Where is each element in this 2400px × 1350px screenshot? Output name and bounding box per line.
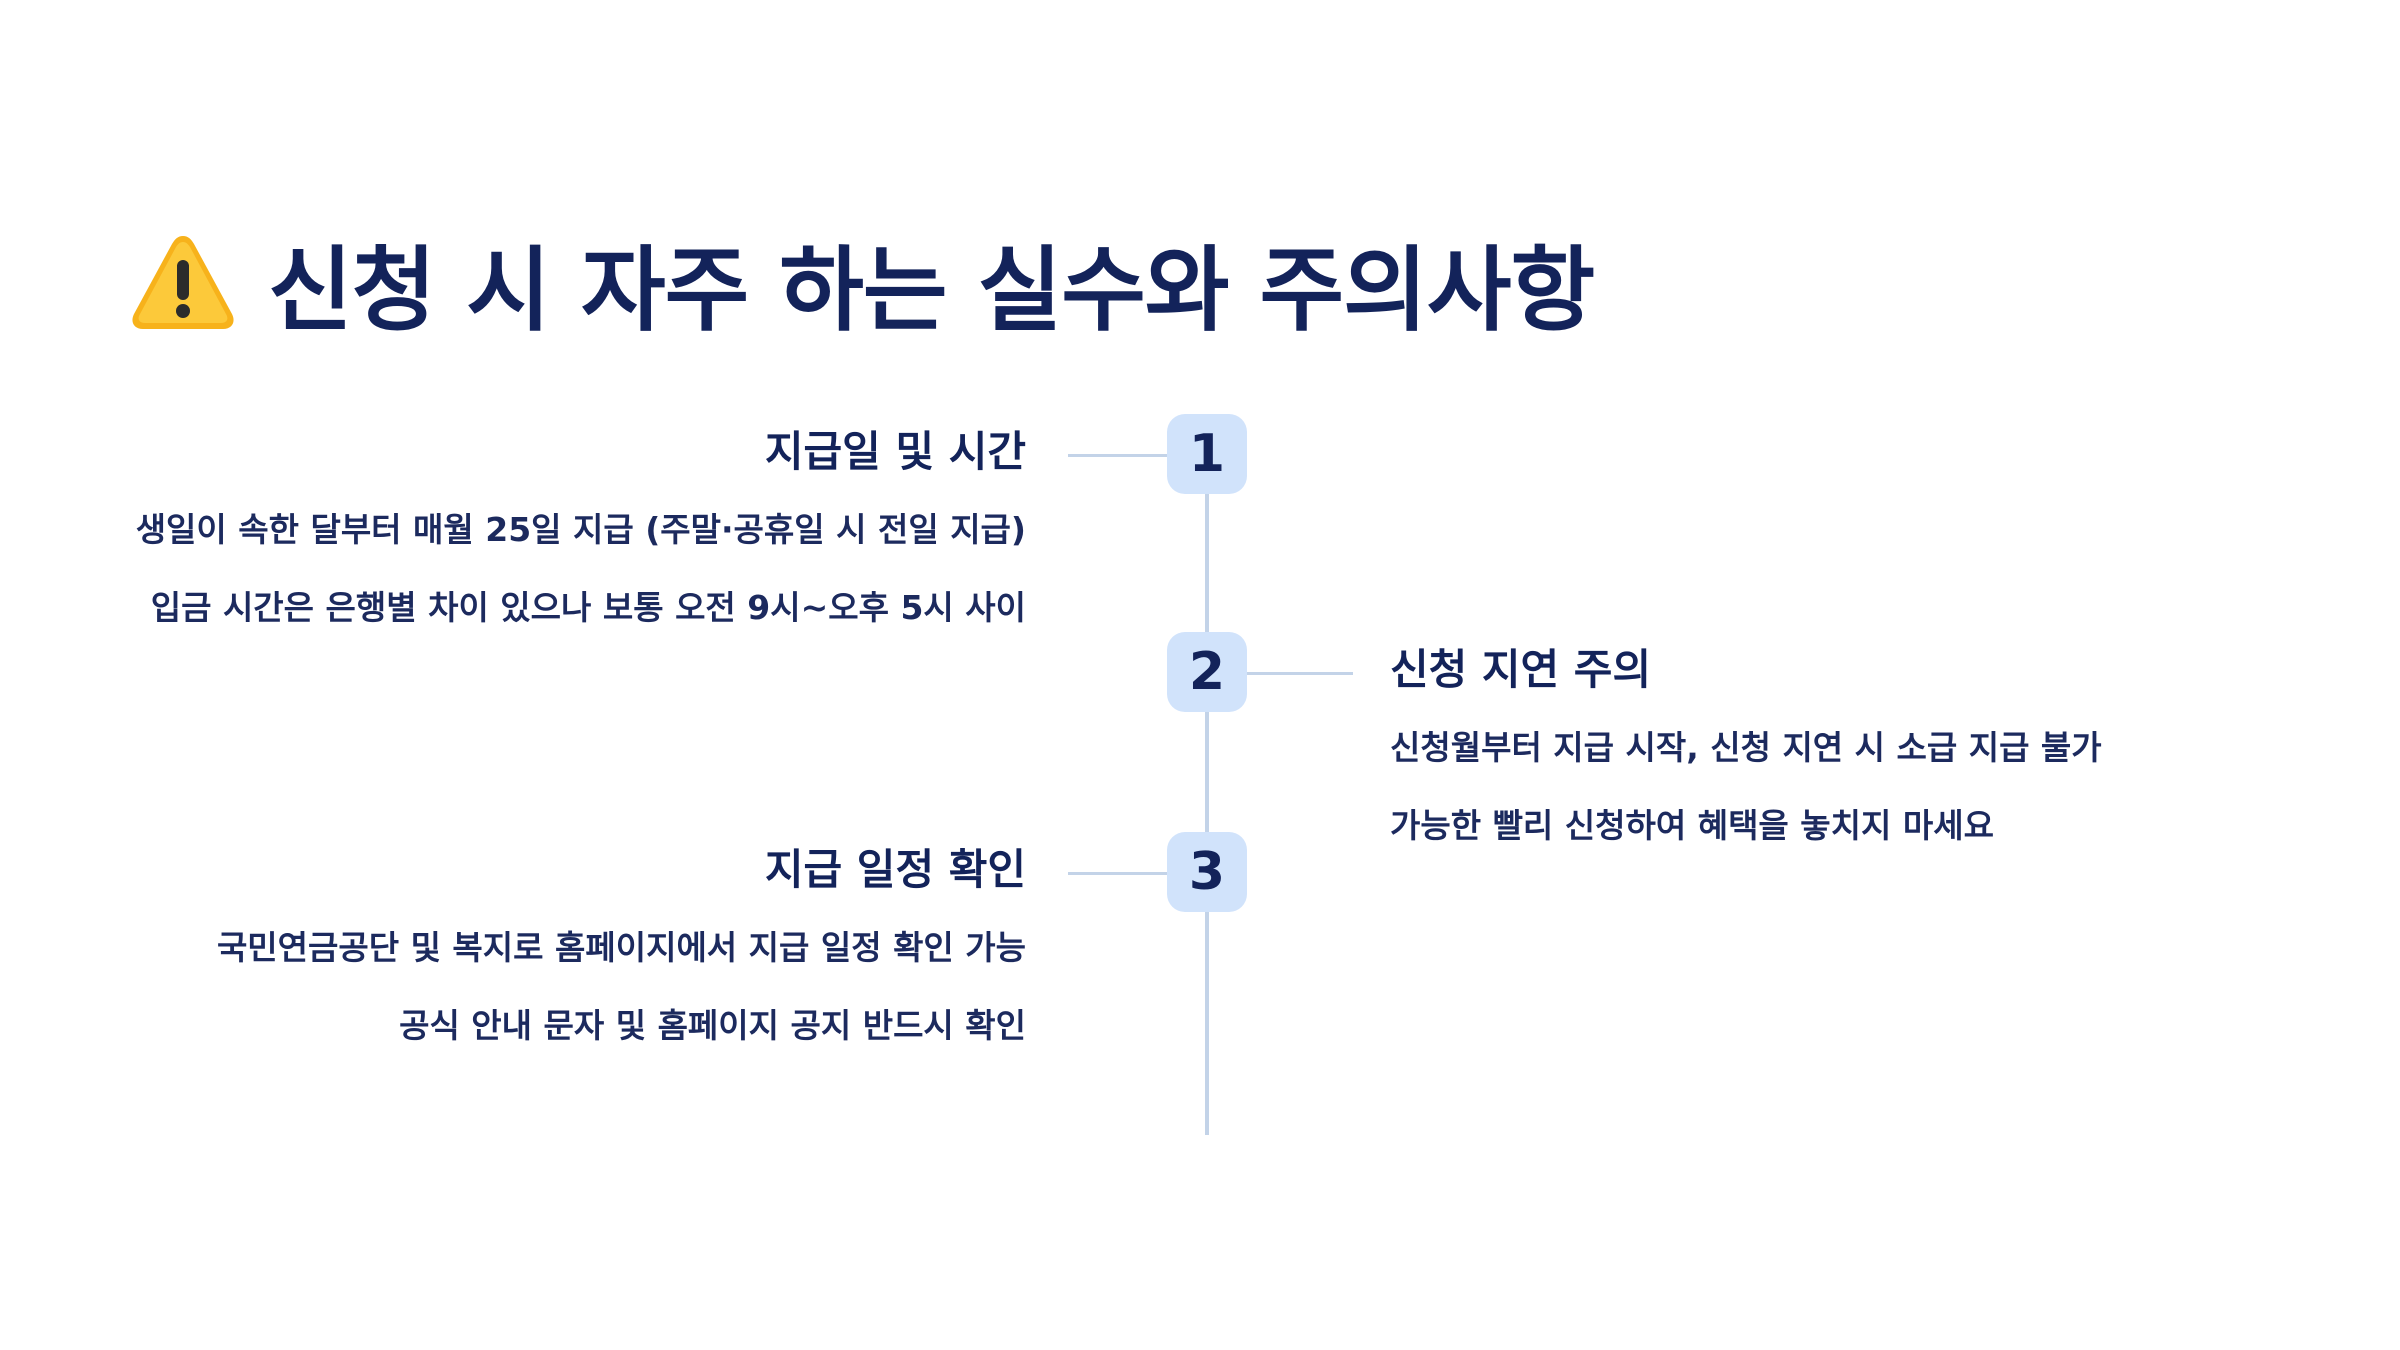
- page-title-text: 신청 시 자주 하는 실수와 주의사항: [268, 236, 1595, 344]
- step-1-item: 지급일 및 시간 생일이 속한 달부터 매월 25일 지급 (주말·공휴일 시 …: [126, 424, 1026, 658]
- step-1-heading: 지급일 및 시간: [764, 427, 1026, 476]
- step-3-heading: 지급 일정 확인: [764, 845, 1026, 894]
- step-3-item: 지급 일정 확인 국민연금공단 및 복지로 홈페이지에서 지급 일정 확인 가능…: [217, 842, 1026, 1076]
- step-2-item: 신청 지연 주의 신청월부터 지급 시작, 신청 지연 시 소급 지급 불가 가…: [1390, 642, 2102, 876]
- step-3-marker: 3: [1167, 832, 1247, 912]
- step-1-marker: 1: [1167, 414, 1247, 494]
- step-1-connector: [1068, 454, 1168, 457]
- step-3-line-2: 공식 안내 문자 및 홈페이지 공지 반드시 확인: [399, 1006, 1026, 1045]
- page-title: 신청 시 자주 하는 실수와 주의사항: [128, 222, 1595, 344]
- step-2-line-2: 가능한 빨리 신청하여 혜택을 놓치지 마세요: [1390, 806, 1994, 845]
- timeline-axis: [1205, 455, 1209, 1135]
- step-1-line-1: 생일이 속한 달부터 매월 25일 지급 (주말·공휴일 시 전일 지급): [135, 510, 1026, 549]
- step-3-line-1: 국민연금공단 및 복지로 홈페이지에서 지급 일정 확인 가능: [216, 928, 1026, 967]
- warning-icon: [132, 236, 234, 329]
- step-1-line-2: 입금 시간은 은행별 차이 있으나 보통 오전 9시~오후 5시 사이: [150, 588, 1026, 627]
- step-3-connector: [1068, 872, 1168, 875]
- step-2-number: 2: [1188, 642, 1226, 702]
- step-2-line-1: 신청월부터 지급 시작, 신청 지연 시 소급 지급 불가: [1390, 728, 2102, 767]
- step-1-number: 1: [1188, 424, 1226, 484]
- step-2-heading: 신청 지연 주의: [1390, 645, 1652, 694]
- step-3-number: 3: [1188, 842, 1226, 902]
- step-2-marker: 2: [1167, 632, 1247, 712]
- step-2-connector: [1247, 672, 1353, 675]
